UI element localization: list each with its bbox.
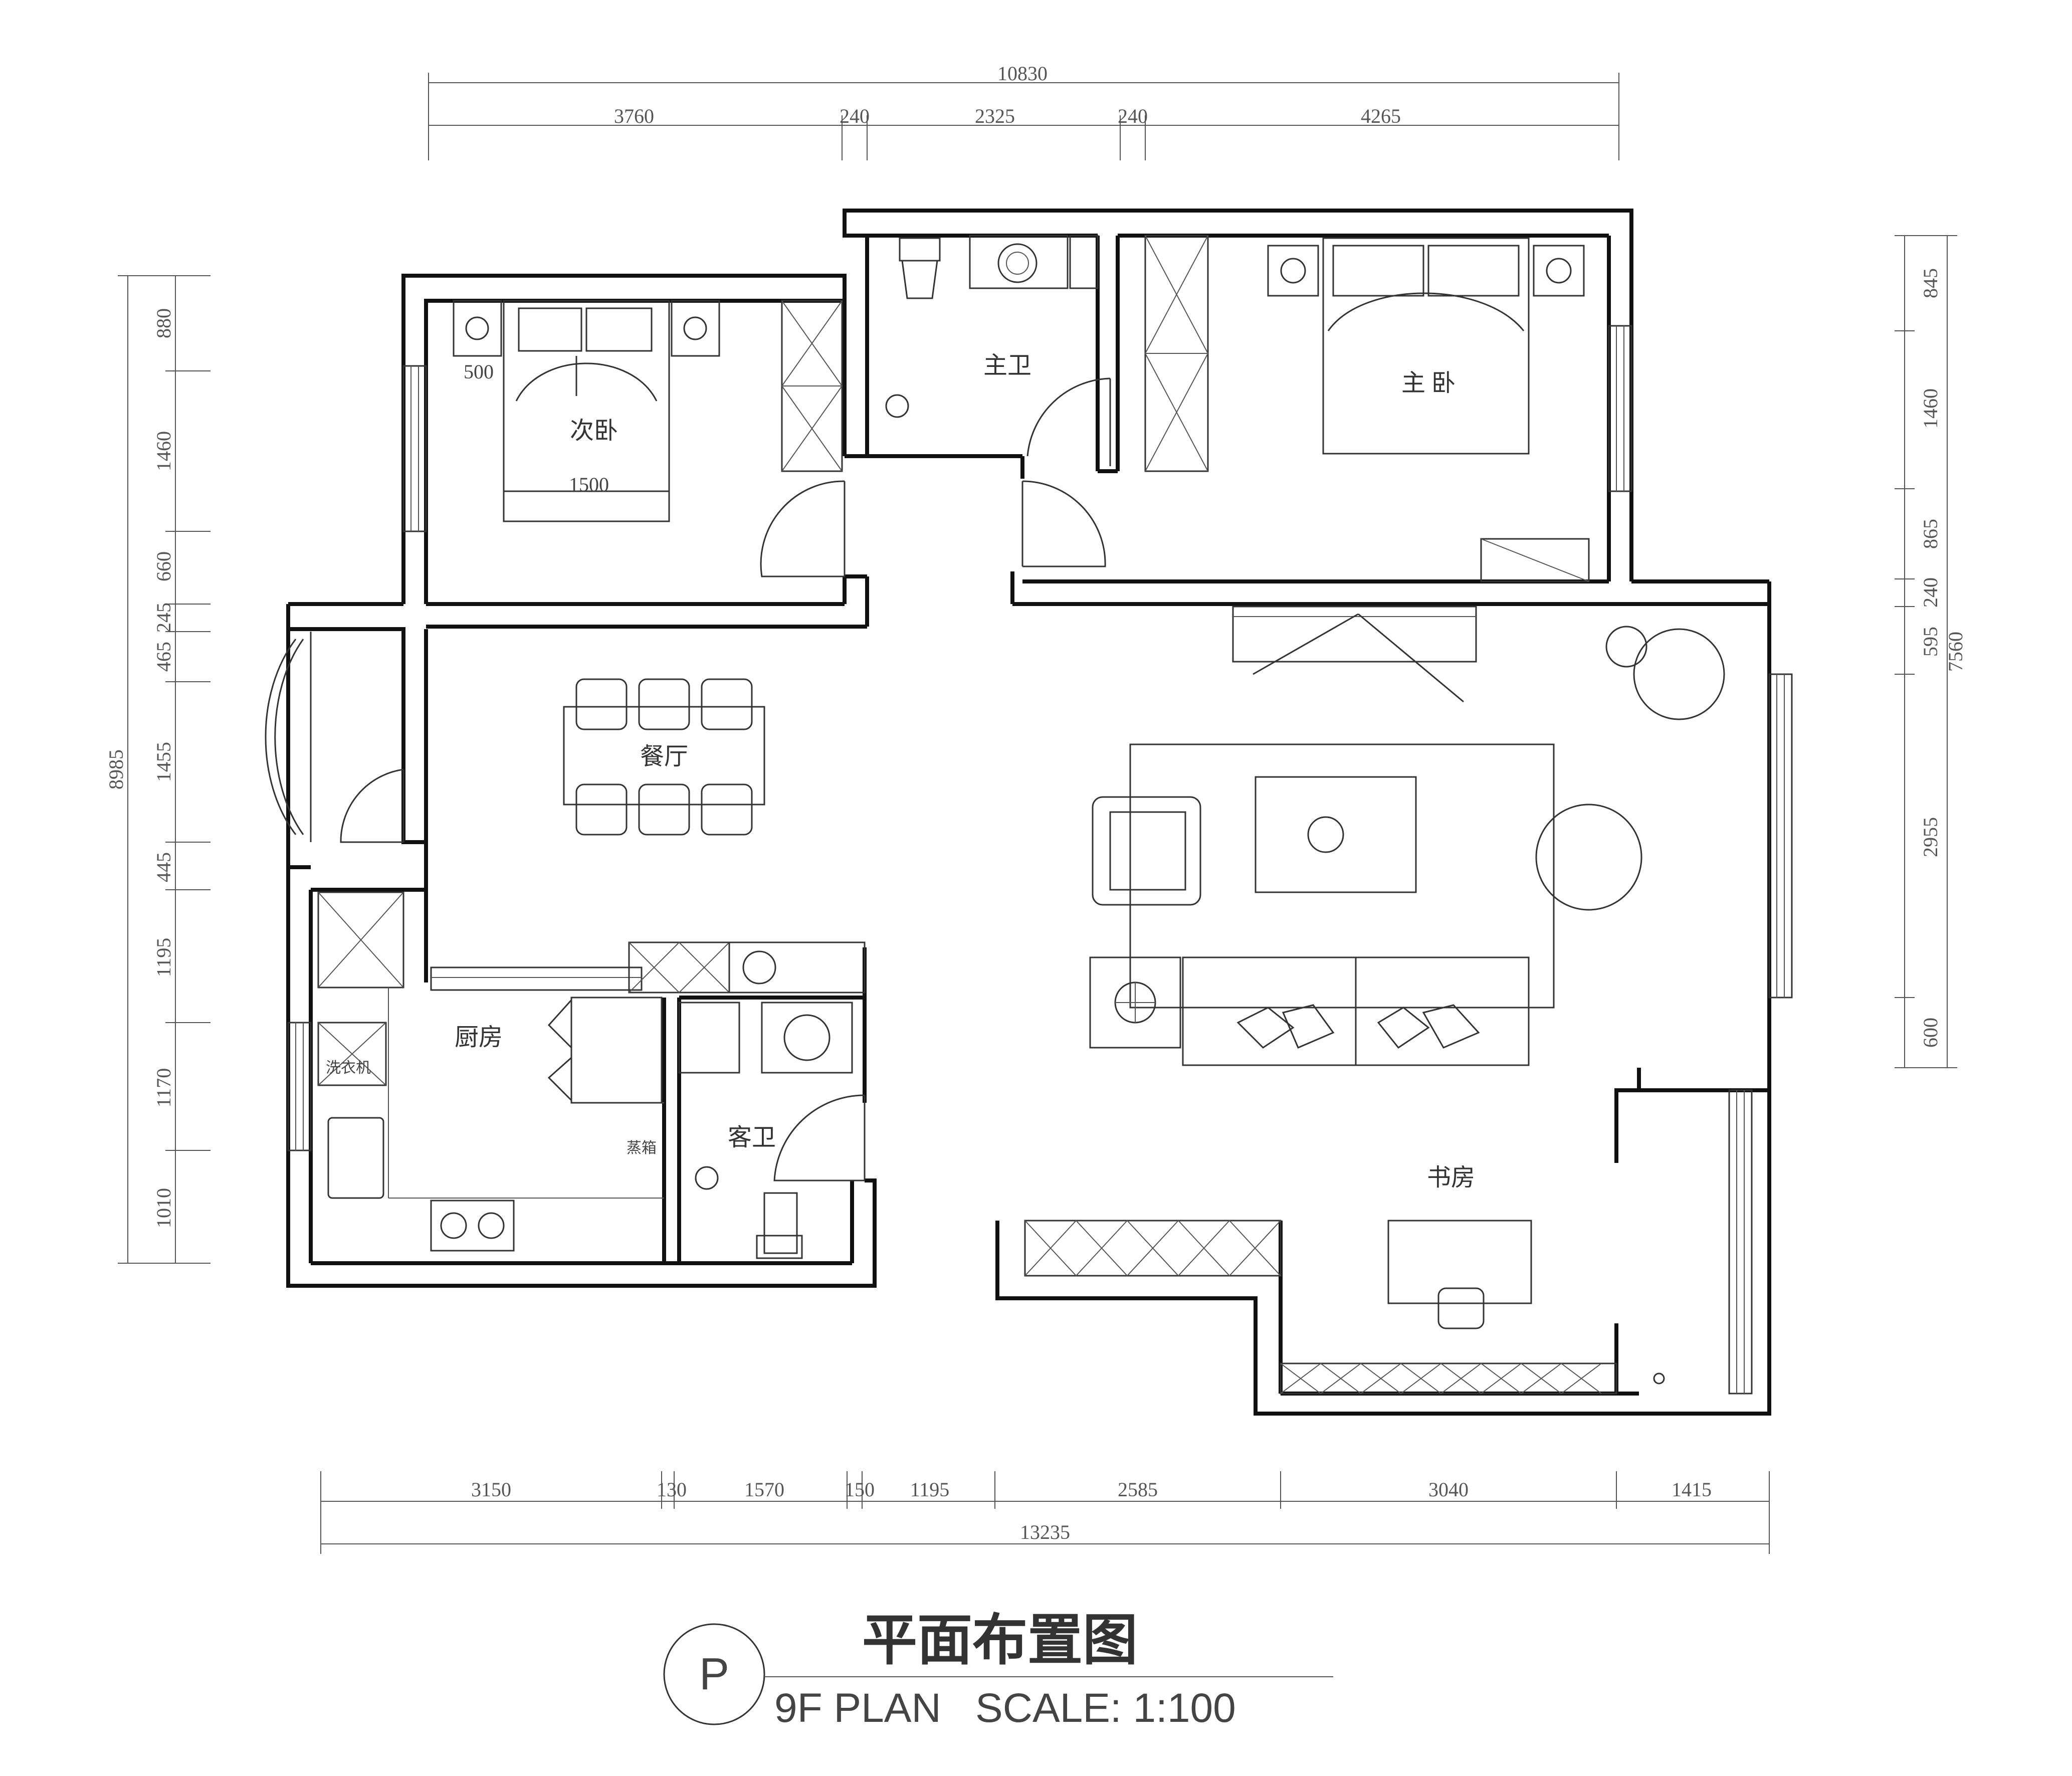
dim-left-seg: 880 (152, 308, 175, 338)
room-second-bedroom: 次卧 (570, 418, 618, 444)
dim-left-seg: 1455 (152, 742, 175, 782)
dim-left-seg: 445 (152, 852, 175, 882)
dim-bottom-seg: 3040 (1428, 1478, 1469, 1501)
dim-left-seg: 1460 (152, 431, 175, 471)
dim-top-seg: 240 (840, 105, 870, 127)
dim-right-seg: 600 (1919, 1018, 1942, 1048)
walls (286, 209, 1771, 1416)
room-labels: 次卧 主卫 主 卧 餐厅 厨房 客卫 书房 (455, 352, 1475, 1191)
title-english: 9F PLAN SCALE: 1:100 (774, 1685, 1236, 1731)
bed-width-label: 1500 (569, 473, 609, 496)
dimension-right: 845 1460 865 240 595 2955 600 7560 (1895, 235, 1967, 1068)
steamer-label: 蒸箱 (627, 1140, 657, 1156)
dim-left-seg: 1170 (152, 1068, 175, 1108)
room-kitchen: 厨房 (455, 1024, 503, 1051)
dim-top-total: 10830 (997, 62, 1048, 85)
dim-left-seg: 1195 (152, 938, 175, 977)
master-bedroom-furniture (1144, 235, 1590, 582)
dim-left-seg: 1010 (152, 1188, 175, 1228)
dim-left-total: 8985 (105, 749, 127, 790)
dim-right-seg: 595 (1919, 627, 1942, 657)
offset-500-label: 500 (464, 360, 494, 383)
dim-top-seg: 240 (1118, 105, 1148, 127)
room-dining: 餐厅 (640, 743, 688, 770)
dim-right-seg: 865 (1919, 519, 1942, 549)
windows (265, 325, 1793, 1395)
plan-symbol-letter: P (699, 1649, 729, 1699)
dim-top-seg: 2325 (975, 105, 1015, 127)
dimension-left: 8985 880 1460 660 245 465 1455 445 1195 … (105, 275, 211, 1264)
room-master-bedroom: 主 卧 (1401, 370, 1456, 397)
dimension-bottom: 3150 130 1570 150 1195 2585 3040 1415 13… (320, 1471, 1770, 1554)
dim-bottom-seg: 3150 (471, 1478, 511, 1501)
dim-right-total: 7560 (1944, 632, 1967, 672)
washing-machine-label: 洗衣机 (326, 1060, 371, 1076)
dimension-top: 10830 3760 240 2325 240 4265 (428, 62, 1619, 160)
dining-furniture (563, 678, 765, 836)
master-bath-furniture (885, 235, 1099, 418)
dim-bottom-seg: 2585 (1118, 1478, 1158, 1501)
room-study: 书房 (1427, 1164, 1475, 1191)
dim-right-seg: 845 (1919, 268, 1942, 298)
guest-bath-furniture (678, 941, 866, 1259)
dim-top-seg: 3760 (614, 105, 654, 127)
dim-top-seg: 4265 (1361, 105, 1401, 127)
dim-right-seg: 1460 (1919, 388, 1942, 429)
dim-left-seg: 465 (152, 642, 175, 672)
kitchen-furniture: 洗衣机 蒸箱 (317, 891, 730, 1252)
dim-bottom-seg: 1570 (744, 1478, 784, 1501)
doors (340, 377, 1111, 1181)
dim-bottom-seg: 130 (657, 1478, 687, 1501)
dim-bottom-seg: 1415 (1672, 1478, 1712, 1501)
room-guest-bath: 客卫 (728, 1124, 776, 1151)
second-bedroom-furniture: 500 1500 (453, 300, 843, 522)
dim-left-seg: 245 (152, 603, 175, 633)
title-chinese: 平面布置图 (862, 1608, 1138, 1672)
room-master-bath: 主卫 (983, 352, 1031, 379)
dim-bottom-seg: 1195 (910, 1478, 950, 1501)
dim-bottom-seg: 150 (845, 1478, 875, 1501)
dim-right-seg: 240 (1919, 577, 1942, 608)
plan-symbol (663, 1623, 765, 1725)
title-block: P 平面布置图 9F PLAN SCALE: 1:100 (663, 1608, 1333, 1731)
dim-right-seg: 2955 (1919, 817, 1942, 857)
dim-bottom-total: 13235 (1020, 1521, 1070, 1543)
dim-left-seg: 660 (152, 551, 175, 581)
study-furniture (1024, 1220, 1665, 1395)
living-furniture (1089, 626, 1725, 1066)
